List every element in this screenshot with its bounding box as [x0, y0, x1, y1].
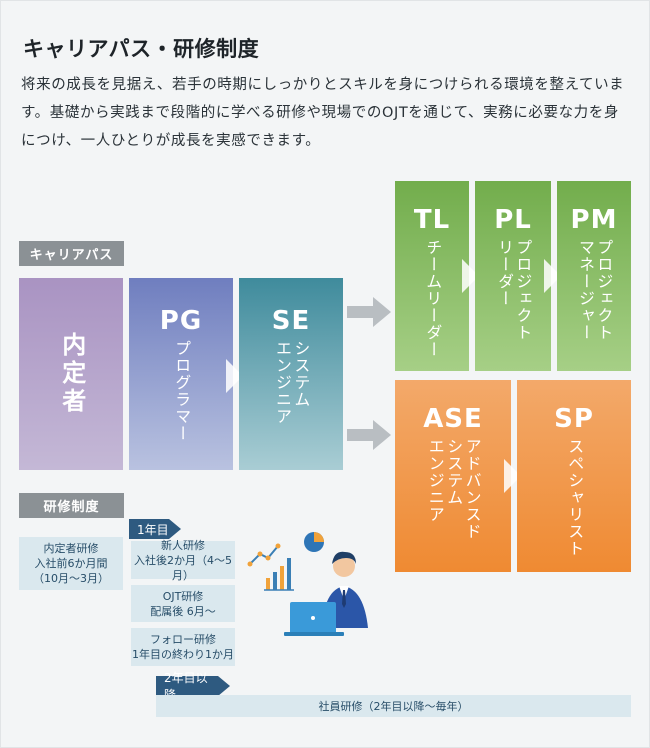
arrow-right-icon: [462, 259, 479, 293]
training-naitei-line3: （10月〜3月）: [33, 572, 109, 585]
year2-tag: 2年目以降: [156, 671, 230, 702]
stage-se-abbr: SE: [271, 306, 311, 336]
stage-pm-name-1: プロジェクト: [594, 239, 614, 341]
training-shinjin: 新人研修 入社後2か月（4〜5月）: [131, 538, 235, 582]
training-ojt-line2: 配属後 6月〜: [150, 604, 216, 618]
arrow-to-ase-icon: [347, 420, 391, 450]
stage-pg-name: プログラマー: [172, 340, 192, 442]
stage-pm-name-2: マネージャー: [576, 239, 595, 341]
year1-tag: 1年目: [129, 519, 181, 539]
bar-chart-icon: [264, 558, 294, 591]
training-shain: 社員研修（2年目以降〜毎年）: [156, 695, 631, 717]
training-follow-line2: 1年目の終わり1か月: [132, 648, 234, 661]
stage-sp-abbr: SP: [554, 404, 594, 434]
training-shinjin-line1: 新人研修: [161, 538, 205, 552]
training-follow-line1: フォロー研修: [150, 633, 216, 646]
stage-pl-name-1: プロジェクト: [513, 239, 533, 341]
training-shain-label: 社員研修（2年目以降〜毎年）: [318, 699, 469, 713]
training-ojt: OJT研修 配属後 6月〜: [131, 585, 235, 622]
stage-tl-name: チームリーダー: [423, 239, 443, 358]
stage-sp-name: スペシャリスト: [565, 438, 585, 557]
stage-ase-name-2: システム: [444, 438, 464, 506]
stage-pl: PL プロジェクト リーダー: [475, 181, 551, 371]
stage-pl-abbr: PL: [494, 205, 532, 235]
training-naitei: 内定者研修 入社前6か月間 （10月〜3月）: [19, 537, 123, 590]
training-naitei-line1: 内定者研修: [43, 542, 99, 555]
stage-pm-abbr: PM: [570, 205, 618, 235]
arrow-right-icon: [504, 459, 521, 493]
arrow-to-tl-icon: [347, 297, 391, 327]
stage-se-name-1: システム: [291, 340, 311, 408]
stage-se: SE システム エンジニア: [239, 278, 343, 470]
pie-chart-icon: [304, 532, 324, 552]
arrow-right-icon: [544, 259, 561, 293]
stage-pg: PG プログラマー: [129, 278, 233, 470]
stage-ase-name-1: アドバンスド: [462, 438, 482, 540]
stage-pl-name-2: リーダー: [495, 239, 514, 307]
stage-ase: ASE アドバンスド システム エンジニア: [395, 380, 511, 572]
laptop-icon: [284, 602, 344, 636]
stage-tl: TL チームリーダー: [395, 181, 469, 371]
stage-ase-name-3: エンジニア: [425, 438, 445, 523]
arrow-right-icon: [226, 359, 243, 393]
training-label: 研修制度: [19, 493, 124, 518]
stage-se-name-2: エンジニア: [273, 340, 292, 425]
line-chart-icon: [247, 543, 281, 567]
person-laptop-illustration: [247, 532, 368, 636]
stage-pg-abbr: PG: [159, 306, 203, 336]
stage-naitei: 内定者: [19, 278, 123, 470]
stage-sp: SP スペシャリスト: [517, 380, 631, 572]
stage-tl-abbr: TL: [413, 205, 451, 235]
training-naitei-line2: 入社前6か月間: [34, 557, 108, 570]
lead-paragraph: 将来の成長を見据え、若手の時期にしっかりとスキルを身につけられる環境を整えていま…: [21, 77, 625, 149]
stage-naitei-label: 内定者: [57, 332, 86, 416]
page-title: キャリアパス・研修制度: [23, 37, 260, 61]
training-ojt-line1: OJT研修: [162, 589, 204, 603]
stage-ase-abbr: ASE: [423, 404, 483, 434]
training-shinjin-line2: 入社後2か月（4〜5月）: [134, 553, 232, 582]
training-follow: フォロー研修 1年目の終わり1か月: [131, 628, 235, 666]
stage-pm: PM プロジェクト マネージャー: [557, 181, 631, 371]
career-path-label: キャリアパス: [19, 241, 124, 266]
